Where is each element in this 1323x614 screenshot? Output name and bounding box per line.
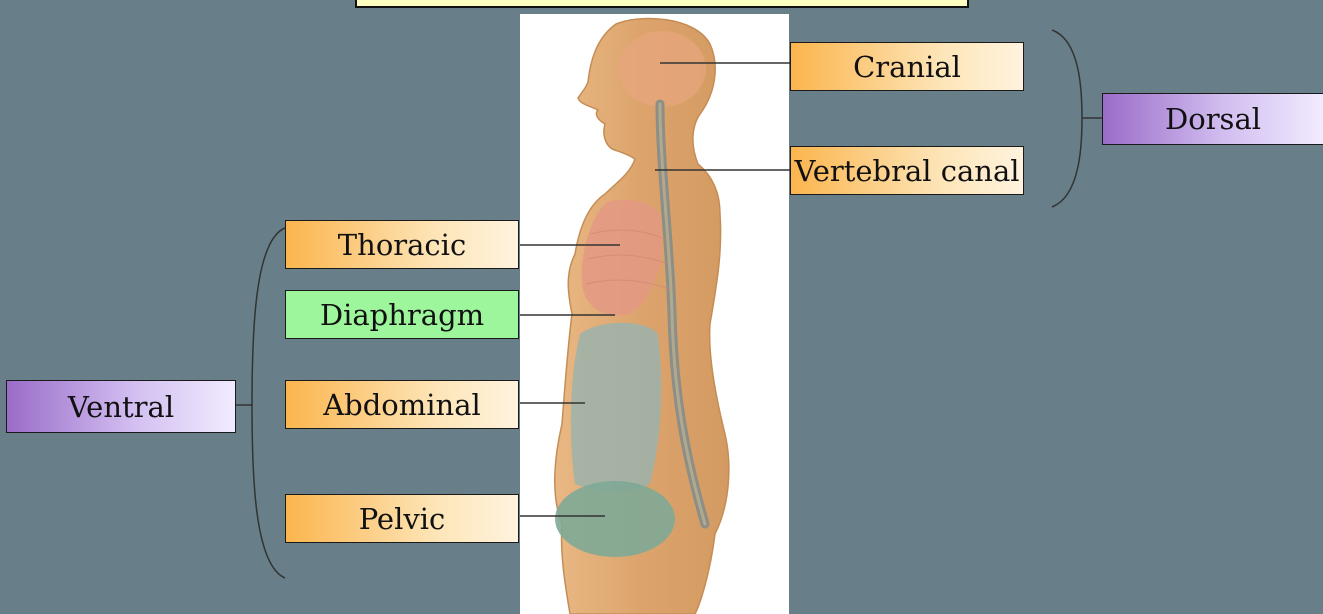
thoracic-label: Thoracic: [285, 220, 519, 269]
ventral-label: Ventral: [6, 380, 236, 433]
diaphragm-text: Diaphragm: [320, 298, 484, 332]
abdominal-cavity: [571, 323, 661, 491]
ventral-text: Ventral: [68, 390, 174, 424]
pelvic-label: Pelvic: [285, 494, 519, 543]
thoracic-text: Thoracic: [338, 228, 466, 262]
dorsal-text: Dorsal: [1165, 102, 1261, 136]
pelvic-cavity: [555, 481, 675, 557]
vertebral-canal-text: Vertebral canal: [794, 154, 1019, 188]
ventral-brace: [252, 228, 285, 578]
cranial-label: Cranial: [790, 42, 1024, 91]
title-bar: [355, 0, 969, 8]
abdominal-text: Abdominal: [323, 388, 481, 422]
cranial-cavity: [618, 31, 706, 107]
pelvic-text: Pelvic: [359, 502, 446, 536]
abdominal-label: Abdominal: [285, 380, 519, 429]
dorsal-brace: [1052, 30, 1082, 207]
human-body-side-view: [520, 14, 789, 614]
cranial-text: Cranial: [853, 50, 961, 84]
dorsal-label: Dorsal: [1102, 93, 1323, 145]
diaphragm-label: Diaphragm: [285, 290, 519, 339]
body-cavities-illustration: [520, 14, 789, 614]
vertebral-canal-label: Vertebral canal: [790, 146, 1024, 195]
